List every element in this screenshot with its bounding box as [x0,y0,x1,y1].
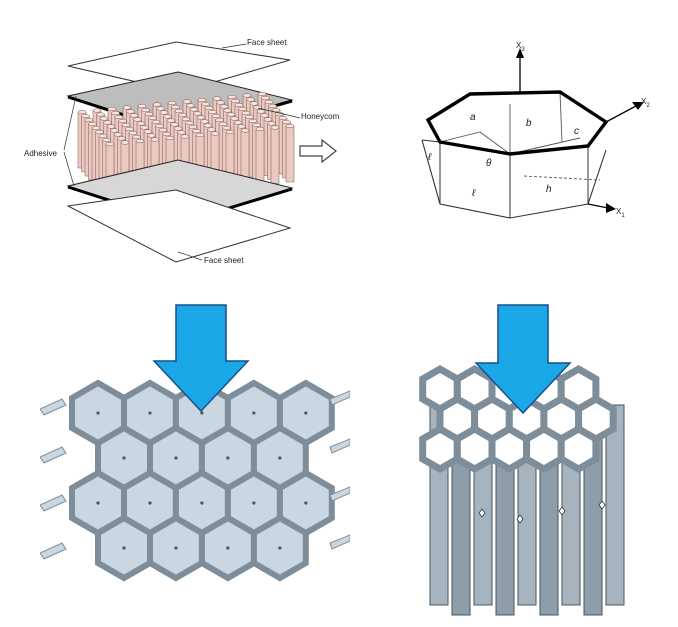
axis-x2-label: X2 [641,97,650,109]
label-adhesive: Adhesive [24,149,57,158]
hexagon-top-face [425,90,609,156]
right-arrow-icon [299,138,337,164]
label-l-left: ℓ [427,152,432,163]
label-l-mid: ℓ [471,188,476,199]
label-a: a [470,112,476,123]
label-theta: θ [486,158,492,169]
hexagonal-unit-cell-diagram: X3 X2 X1 a b c θ ℓ ℓ h [421,41,650,219]
label-b: b [526,118,532,129]
honeycomb-end-view-render [419,364,625,616]
down-arrow-icon-left [152,304,250,413]
honeycomb-core [77,91,295,201]
label-c: c [574,126,579,137]
label-h: h [546,184,552,195]
label-face-sheet-bottom: Face sheet [204,256,244,265]
face-sheet-bottom [66,189,292,263]
down-arrow-icon-right [474,304,572,415]
honeycomb-side-view-render [40,379,350,582]
label-honeycomb: Honeycom [301,112,340,121]
axis-x1-label: X1 [616,207,625,219]
label-face-sheet-top: Face sheet [247,38,287,47]
axis-x3-label: X3 [516,41,525,53]
sandwich-panel-diagram: Face sheet Honeycom Adhesive Face sheet [24,38,340,265]
